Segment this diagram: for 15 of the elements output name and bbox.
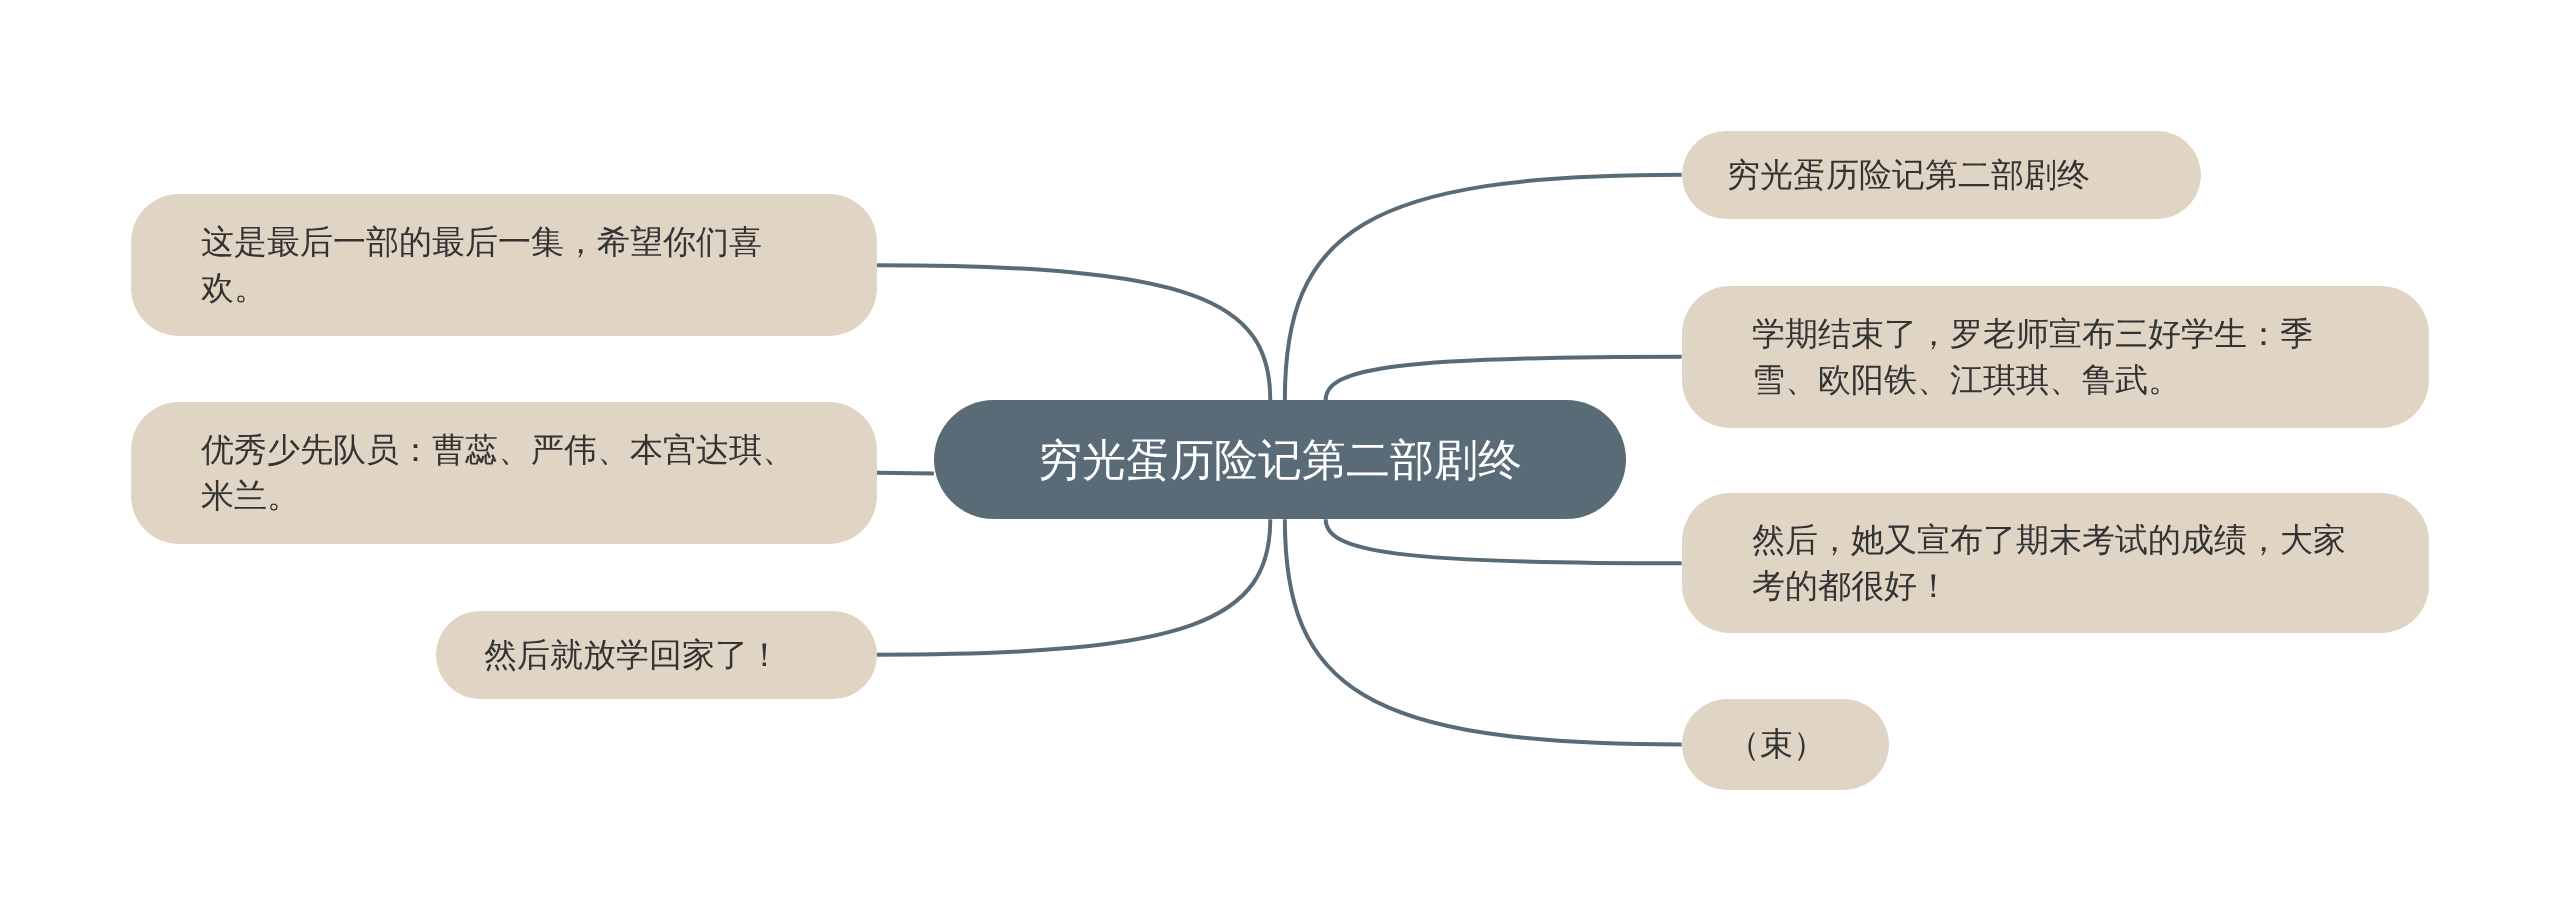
connector-line — [1282, 172, 1682, 401]
connector-line — [1282, 519, 1682, 747]
topic-bubble: （束） — [1681, 698, 1889, 791]
connector-line — [1323, 518, 1682, 566]
central-topic-bubble: 穷光蛋历险记第二部剧终 — [933, 400, 1627, 520]
topic-bubble: 优秀少先队员：曹蕊、严伟、本宫达琪、米兰。 — [130, 401, 877, 544]
connector-line — [876, 519, 1273, 657]
topic-bubble: 然后，她又宣布了期末考试的成绩，大家考的都很好！ — [1681, 493, 2430, 634]
connector-line — [876, 470, 934, 476]
topic-bubble: 这是最后一部的最后一集，希望你们喜欢。 — [130, 194, 877, 337]
topic-bubble: 学期结束了，罗老师宣布三好学生：季雪、欧阳铁、江琪琪、鲁武。 — [1681, 285, 2430, 428]
topic-bubble: 穷光蛋历险记第二部剧终 — [1681, 130, 2201, 219]
connector-line — [1323, 354, 1682, 401]
connector-line — [876, 263, 1273, 401]
topic-bubble: 然后就放学回家了！ — [435, 610, 877, 699]
